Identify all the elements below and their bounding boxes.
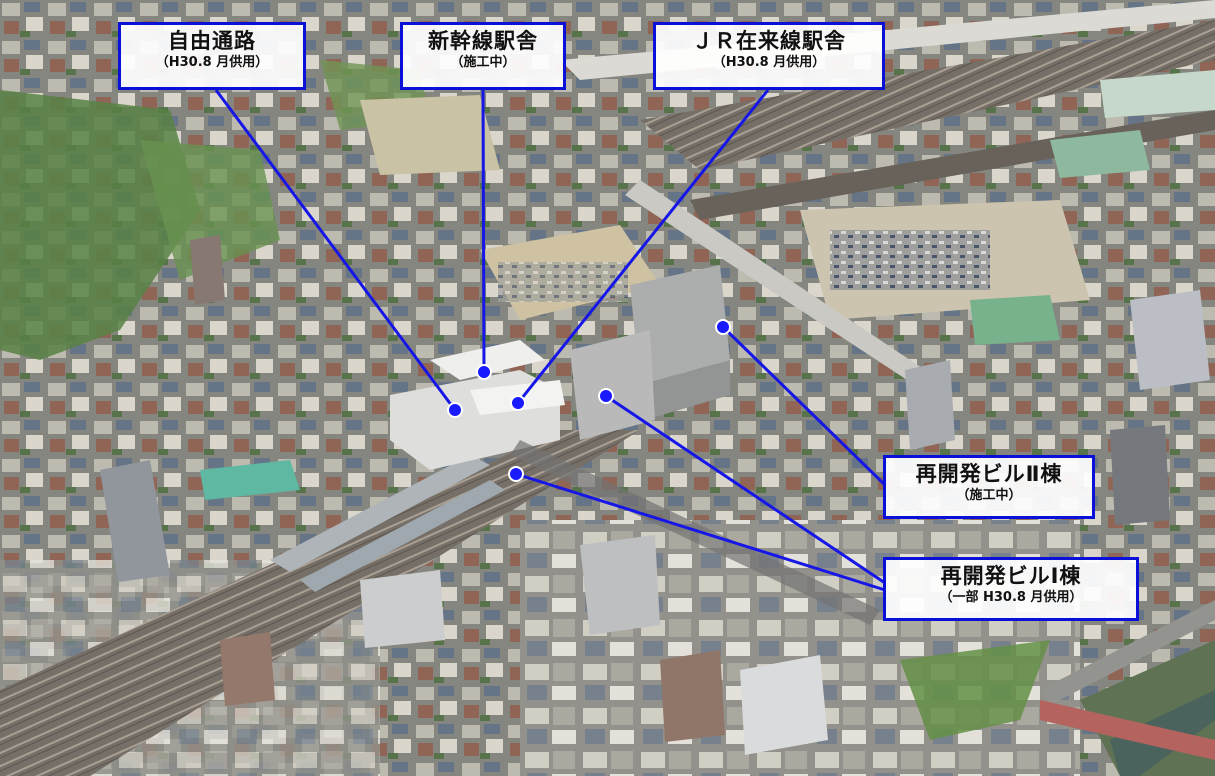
callout-title: ＪＲ在来線駅舎 bbox=[692, 29, 846, 53]
callout-redevelopment-building-1: 再開発ビルⅠ棟 （一部 H30.8 月供用） bbox=[883, 557, 1139, 621]
marker-redev-1-a bbox=[598, 388, 614, 404]
leader-line-redev-1-b bbox=[515, 472, 886, 592]
marker-jr bbox=[510, 395, 526, 411]
callout-title: 再開発ビルⅠ棟 bbox=[940, 564, 1082, 588]
leader-lines bbox=[214, 89, 887, 592]
callout-title: 新幹線駅舎 bbox=[428, 29, 538, 53]
callout-subtitle: （施工中） bbox=[956, 488, 1022, 503]
callout-shinkansen-station: 新幹線駅舎 （施工中） bbox=[400, 22, 566, 90]
marker-redev-2 bbox=[715, 319, 731, 335]
callout-free-passage: 自由通路 （H30.8 月供用） bbox=[118, 22, 306, 90]
callout-subtitle: （一部 H30.8 月供用） bbox=[939, 590, 1083, 605]
leader-line-redev-1-a bbox=[605, 394, 886, 585]
leader-line-free-passage bbox=[214, 89, 457, 411]
callout-subtitle: （H30.8 月供用） bbox=[712, 55, 826, 70]
marker-redev-1-b bbox=[508, 466, 524, 482]
callout-subtitle: （施工中） bbox=[450, 55, 516, 70]
leader-line-redev-2 bbox=[721, 325, 887, 487]
marker-shinkansen bbox=[476, 364, 492, 380]
callout-jr-station: ＪＲ在来線駅舎 （H30.8 月供用） bbox=[653, 22, 885, 90]
leader-line-jr bbox=[516, 89, 770, 404]
leader-line-shinkansen bbox=[481, 89, 486, 373]
callout-title: 再開発ビルⅡ棟 bbox=[915, 462, 1063, 486]
callout-title: 自由通路 bbox=[168, 29, 256, 53]
callout-subtitle: （H30.8 月供用） bbox=[155, 55, 269, 70]
callout-redevelopment-building-2: 再開発ビルⅡ棟 （施工中） bbox=[883, 455, 1095, 519]
marker-free-passage bbox=[447, 402, 463, 418]
